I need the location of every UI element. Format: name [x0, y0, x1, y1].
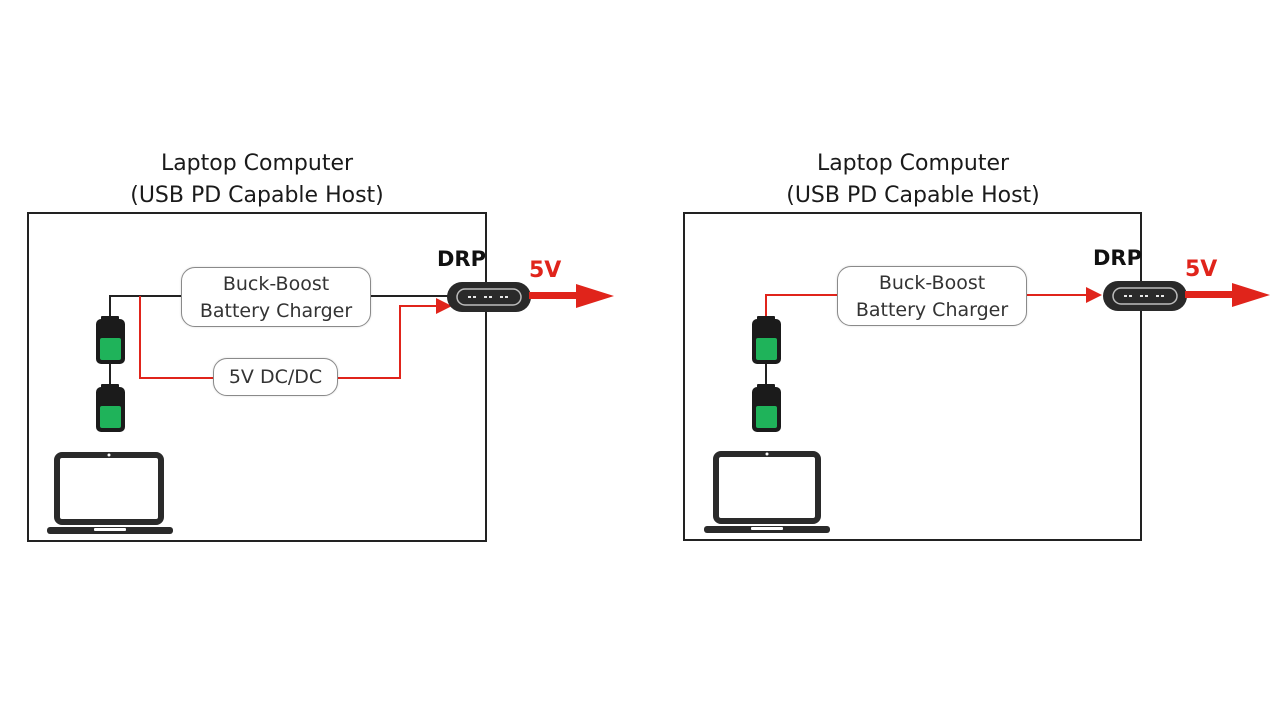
battery-icon — [752, 384, 781, 432]
output-arrow-icon — [529, 284, 614, 308]
left-dcdc-label: 5V DC/DC — [228, 366, 323, 388]
left-panel-title: Laptop Computer (USB PD Capable Host) — [57, 148, 457, 212]
battery-icon — [96, 316, 125, 364]
output-arrow-icon — [1185, 283, 1270, 307]
left-drp-label: DRP — [437, 247, 486, 271]
right-output-label: 5V — [1185, 257, 1218, 282]
left-charger-block: Buck-Boost Battery Charger — [181, 267, 371, 327]
right-title-line2: (USB PD Capable Host) — [786, 183, 1040, 208]
left-dcdc-block: 5V DC/DC — [213, 358, 338, 396]
usb-c-port-icon — [1103, 281, 1187, 311]
left-charger-line1: Buck-Boost — [222, 273, 330, 295]
left-charger-line2: Battery Charger — [199, 300, 353, 322]
right-charger-line2: Battery Charger — [855, 299, 1009, 321]
right-charger-block: Buck-Boost Battery Charger — [837, 266, 1027, 326]
usb-c-port-icon — [447, 282, 531, 312]
right-red-power-path — [765, 294, 1086, 318]
laptop-icon — [47, 452, 173, 534]
right-charger-line1: Buck-Boost — [878, 272, 986, 294]
left-red-power-path — [139, 296, 436, 379]
right-title-line1: Laptop Computer — [816, 151, 1010, 176]
left-title-line2: (USB PD Capable Host) — [130, 183, 384, 208]
left-red-arrowhead — [436, 298, 452, 314]
battery-icon — [752, 316, 781, 364]
right-host-box — [683, 212, 1142, 541]
laptop-icon — [704, 451, 830, 533]
left-output-label: 5V — [529, 258, 562, 283]
right-red-arrowhead — [1086, 287, 1102, 303]
battery-icon — [96, 384, 125, 432]
right-drp-label: DRP — [1093, 246, 1142, 270]
left-title-line1: Laptop Computer — [160, 151, 354, 176]
right-panel-title: Laptop Computer (USB PD Capable Host) — [713, 148, 1113, 212]
left-black-wires — [109, 295, 452, 386]
left-host-box — [27, 212, 487, 542]
